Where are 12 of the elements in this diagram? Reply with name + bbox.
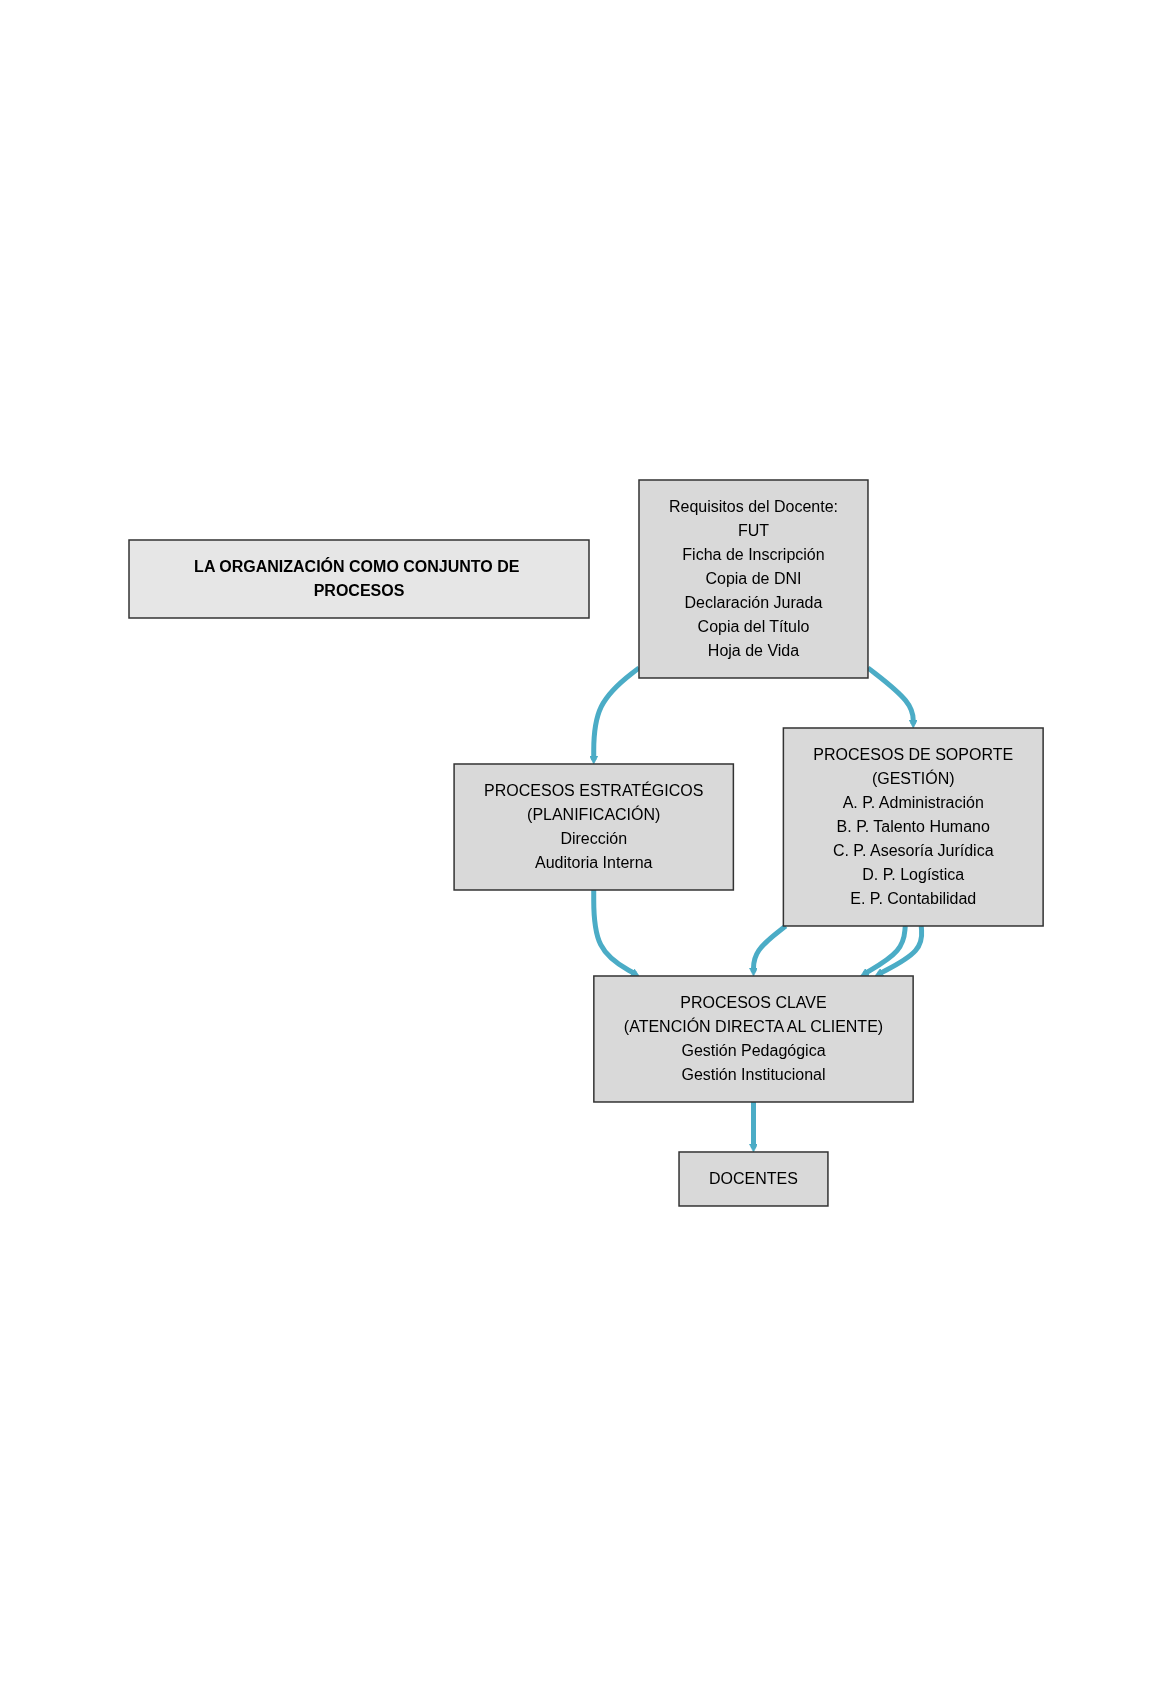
node-box: DOCENTES	[678, 1151, 829, 1207]
arrow	[591, 890, 640, 977]
arrow	[749, 1102, 758, 1153]
arrow	[874, 925, 925, 977]
node-box: Requisitos del Docente: FUT Ficha de Inscripción Copia de DNI Declaración Jurada Copia del Título Hoja de Vida	[638, 479, 869, 679]
node-box: PROCESOS ESTRATÉGICOS (PLANIFICACIÓN) Dirección Auditoria Interna	[453, 763, 735, 891]
arrow	[589, 665, 641, 765]
node-box: PROCESOS CLAVE (ATENCIÓN DIRECTA AL CLIENTE) Gestión Pedagógica Gestión Institucional	[593, 975, 914, 1103]
node-box: PROCESOS DE SOPORTE (GESTIÓN) A. P. Administración B. P. Talento Humano C. P. Asesoría Jurídica D. P. Logística E. P. Contabilidad	[782, 727, 1044, 927]
arrow	[749, 924, 788, 977]
arrow	[860, 925, 908, 977]
node-box: LA ORGANIZACIÓN COMO CONJUNTO DE PROCESOS	[128, 539, 590, 619]
